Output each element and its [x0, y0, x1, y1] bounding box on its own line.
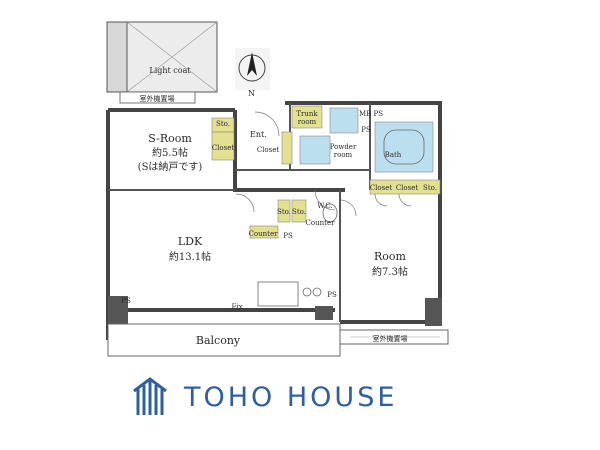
fix-label: Fix — [231, 303, 242, 311]
floor-plan: Light coat 室外機置場 N — [106, 21, 449, 357]
closet-row-3: Sto. — [423, 184, 437, 192]
counter-label-2: Counter — [249, 230, 279, 238]
door-swings — [235, 111, 412, 217]
light-court: Light coat 室外機置場 — [106, 21, 218, 104]
outdoor-unit-right-label: 室外機置場 — [373, 334, 408, 343]
sto-label-2: Sto. — [277, 208, 291, 216]
balcony-label: Balcony — [196, 334, 241, 347]
sto-label-3: Sto. — [292, 208, 306, 216]
mb-ps-label: MB PS — [359, 110, 383, 118]
north-arrow-icon: N — [235, 48, 270, 98]
room-size: 約7.3帖 — [372, 265, 408, 278]
trunk-room-label-1: Trunk — [296, 110, 318, 118]
ps-label-3: PS — [327, 291, 337, 299]
trunk-room-label-2: room — [298, 118, 317, 126]
ps-label-2: PS — [283, 232, 293, 240]
balcony — [107, 323, 449, 357]
ldk-name: LDK — [178, 235, 203, 248]
ps-label-1: PS — [361, 126, 371, 134]
s-room-size: 約5.5帖 — [152, 146, 188, 159]
closet-label-2: Closet — [257, 146, 280, 154]
powder-room-label-2: room — [334, 151, 353, 159]
storage-areas — [211, 105, 441, 239]
closet-label-1: Closet — [212, 144, 235, 152]
fixtures — [257, 129, 425, 307]
sto-label-1: Sto. — [216, 120, 230, 128]
outdoor-unit-label: 室外機置場 — [140, 94, 175, 103]
brand-name: TOHO HOUSE — [184, 381, 398, 413]
powder-room-label-1: Powder — [330, 143, 357, 151]
compass-n-label: N — [248, 89, 255, 98]
toho-house-mark-icon — [133, 377, 167, 415]
outer-walls — [106, 101, 442, 340]
s-room-note: (Sは納戸です) — [138, 160, 203, 173]
bath-label: Bath — [385, 151, 402, 159]
closet-row-1: Closet — [370, 184, 393, 192]
ps-label-4: PS — [121, 297, 131, 305]
s-room-name: S-Room — [148, 132, 192, 145]
wc-label: W.C. — [317, 202, 333, 210]
brand-logo: TOHO HOUSE — [130, 372, 430, 422]
ldk-size: 約13.1帖 — [169, 250, 211, 263]
light-court-label: Light coat — [149, 66, 191, 75]
entrance-label: Ent. — [250, 130, 267, 139]
closet-row-2: Closet — [396, 184, 419, 192]
counter-label-1: Counter — [306, 219, 336, 227]
room-name: Room — [374, 250, 407, 263]
